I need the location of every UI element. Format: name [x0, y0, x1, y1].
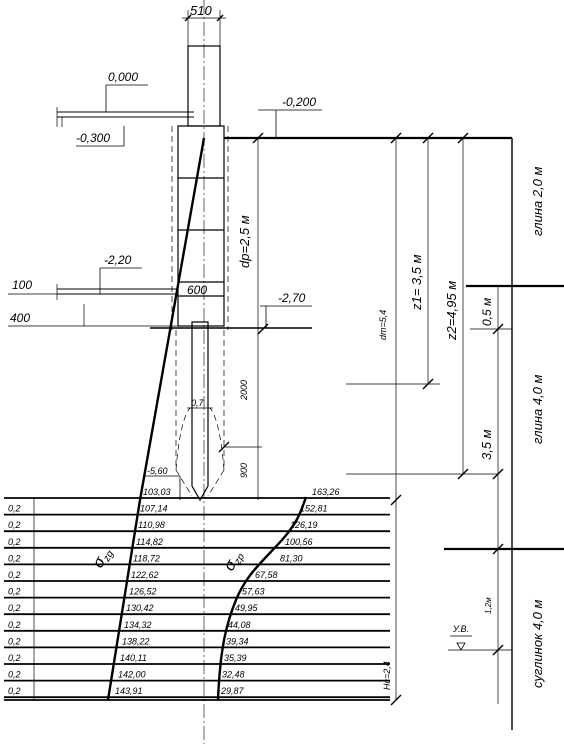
width-dimension: [182, 10, 226, 46]
soil-layer-1: глина 2,0 м: [530, 166, 545, 236]
layer-thickness: 0,2: [8, 570, 21, 580]
floor-slab: [56, 107, 194, 127]
pile-2000-label: 2000: [239, 380, 249, 401]
level-m220-label: -2,20: [104, 253, 132, 267]
soil-layer-2: глина 4,0 м: [530, 374, 545, 444]
water-level-marker: [450, 635, 472, 651]
pile-dimensions: [187, 407, 262, 453]
layer-thickness: 0,2: [8, 603, 21, 613]
zp-value: 100,56: [285, 537, 313, 547]
zg-value: 118,72: [133, 553, 160, 563]
sigma-zp-label: σzp: [221, 548, 248, 575]
zg-value: 142,00: [118, 670, 146, 680]
layer-thickness: 0,2: [8, 520, 21, 530]
zg-value: 114,82: [136, 537, 163, 547]
zp-value: 152,81: [300, 504, 328, 514]
dashed-lines: [171, 126, 229, 497]
hc-label: Hc=2,4: [382, 661, 392, 690]
level-m560-label: -5,60: [147, 466, 168, 476]
zg-value: 143,91: [115, 686, 143, 696]
pile: [191, 321, 209, 502]
zp-value: 44,08: [228, 620, 251, 630]
right-dimension-chains: [346, 132, 512, 706]
stress-table: 103,03 163,26 107,14 152,81 0,2 110,98 126,19 0…: [4, 487, 390, 701]
zp-value: 57,63: [242, 587, 265, 597]
zg-value: 138,22: [122, 636, 150, 646]
zg-value: 107,14: [140, 504, 168, 514]
zp-value: 163,26: [312, 487, 340, 497]
dp-label: dp=2,5 м: [237, 215, 252, 268]
sigma-zg-curve: [106, 137, 206, 701]
layer-thickness: 0,2: [8, 636, 21, 646]
basement-wall: [177, 125, 225, 327]
soil-layer-3: суглинок 4,0 м: [530, 600, 545, 688]
basement-slab: [8, 267, 178, 327]
z1-label: z1= 3,5 м: [409, 254, 424, 311]
zp-value: 67,58: [255, 570, 278, 580]
zg-value: 126,52: [129, 587, 157, 597]
width-label: 510: [190, 3, 212, 18]
level-m560-leader: [145, 475, 181, 500]
d35-label: 3,5 м: [479, 429, 494, 460]
layer-thickness: 0,2: [8, 670, 21, 680]
layer-thickness: 0,2: [8, 686, 21, 696]
layer-thickness: 0,2: [8, 620, 21, 630]
dp-dimension: [252, 132, 264, 500]
layer-thickness: 0,2: [8, 537, 21, 547]
d12-label: 1,2м: [484, 597, 493, 614]
layer-thickness: 0,2: [8, 553, 21, 563]
ground-surface: [224, 109, 512, 140]
level-m0300-label: -0,300: [76, 131, 110, 145]
level-0-label: 0,000: [108, 70, 138, 84]
pile-900-label: 900: [239, 463, 249, 478]
foundation-base: [150, 305, 312, 335]
dim-400-label: 400: [10, 311, 30, 325]
dim-600-label: 600: [187, 283, 207, 297]
level-m0200-label: -0,200: [282, 95, 316, 109]
sigma-zp-curve: [216, 496, 308, 701]
zp-value: 29,87: [220, 686, 245, 696]
zg-value: 103,03: [143, 487, 171, 497]
d05-label: 0,5 м: [480, 298, 494, 326]
zp-value: 39,34: [226, 636, 249, 646]
layer-thickness: 0,2: [8, 653, 21, 663]
zg-value: 134,32: [124, 620, 152, 630]
zp-value: 35,39: [224, 653, 247, 663]
zg-value: 122,62: [131, 570, 159, 580]
level-0-leader: [105, 84, 148, 112]
zg-value: 130,42: [126, 603, 154, 613]
dm-label: dm=5,4: [378, 310, 388, 340]
zg-value: 140,11: [120, 653, 147, 663]
level-m270-label: -2,70: [278, 291, 306, 305]
soil-column: [444, 138, 564, 730]
dim-100-label: 100: [12, 278, 32, 292]
uv-label: У.В.: [452, 624, 469, 634]
zp-value: 32,48: [222, 670, 245, 680]
zp-value: 49,95: [235, 603, 259, 613]
level-m0300-leader: [76, 126, 125, 147]
zp-value: 126,19: [290, 520, 318, 530]
z2-label: z2=4,95 м: [444, 281, 459, 341]
sigma-zg-label: σzg: [90, 545, 117, 572]
zg-value: 110,98: [138, 520, 165, 530]
zp-value: 81,30: [280, 553, 303, 563]
layer-thickness: 0,2: [8, 504, 21, 514]
pile-07-label: 0,7: [191, 398, 205, 408]
layer-thickness: 0,2: [8, 587, 21, 597]
